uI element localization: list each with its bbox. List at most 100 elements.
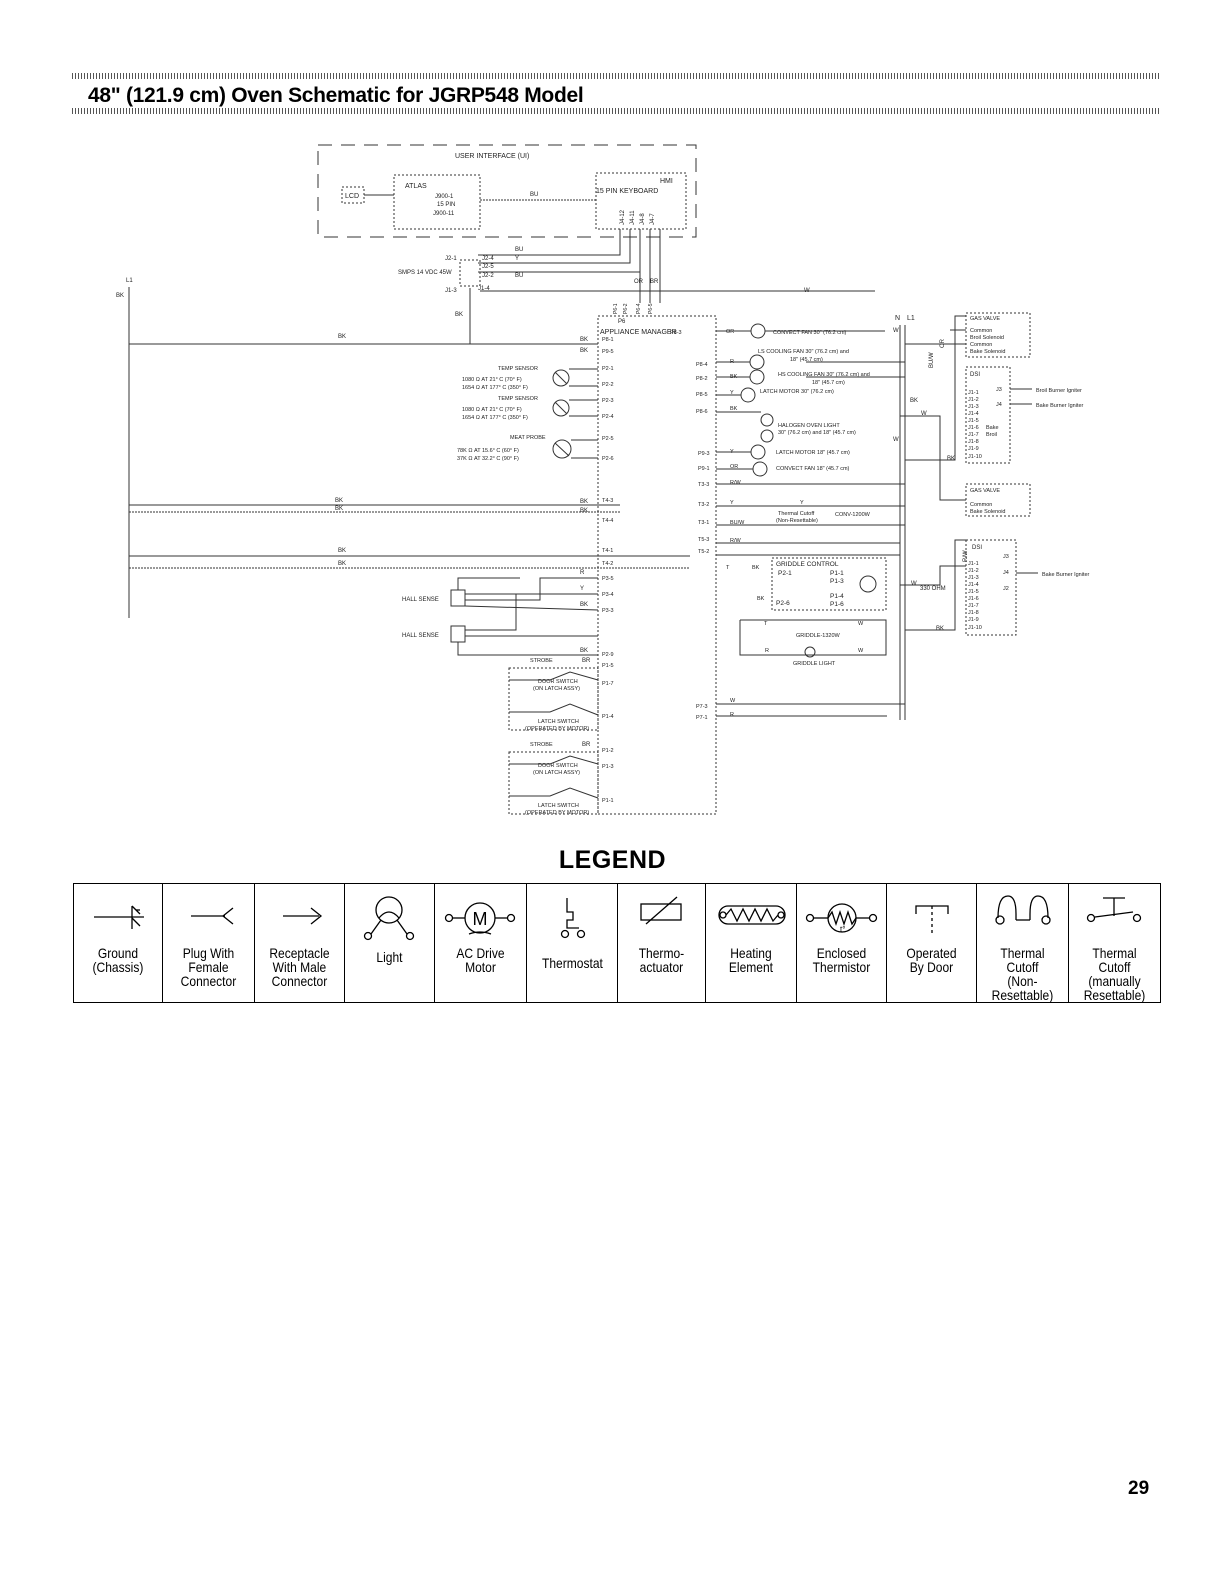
br-p1-5: BR xyxy=(582,658,591,664)
dsi-label: DSI xyxy=(970,372,980,378)
w-label: W xyxy=(893,437,899,443)
door-switch-label: DOOR SWITCH xyxy=(538,763,578,769)
br-p1-2: BR xyxy=(582,742,591,748)
dsi-1-pins: J1-1 J1-2 J1-3 J1-4 J1-5 J1-6 J1-7 J1-8 … xyxy=(968,387,1084,460)
legend-cell-light: Light xyxy=(343,883,435,1003)
pin-label: J4-11 xyxy=(630,210,636,225)
buw-label: BU/W xyxy=(730,520,745,526)
appliance-manager-label: APPLIANCE MANAGER xyxy=(600,329,677,336)
pin-label: P3-4 xyxy=(602,592,614,598)
w-label: W xyxy=(858,648,864,654)
buw-vertical: BU/W xyxy=(929,352,935,368)
switch-assembly-1 xyxy=(508,667,599,731)
bk-label: BK xyxy=(936,626,944,632)
griddle-light-symbol xyxy=(804,646,816,658)
temp-sensor-label: TEMP SENSOR xyxy=(498,396,538,402)
dsi-pin: J1-3 xyxy=(968,575,979,581)
pin-label: P1-1 xyxy=(602,798,614,804)
gc-pin: P2-6 xyxy=(776,600,790,607)
temp-spec: 1654 Ω AT 177° C (350° F) xyxy=(462,385,528,391)
thermistor-icon: t° xyxy=(805,903,877,934)
motor-symbols xyxy=(740,323,768,477)
pin-label: P1-7 xyxy=(602,681,614,687)
dsi-2-label: DSI xyxy=(972,545,982,551)
gc-pin: P2-1 xyxy=(778,570,792,577)
dsi-pin: J1-5 xyxy=(968,589,979,595)
thermal-cutoff-icon xyxy=(994,895,1051,925)
strobe-label: STROBE xyxy=(530,658,553,664)
legend-label-male: Receptacle With Male Connector xyxy=(269,945,330,989)
j2-5-label: J2-5 xyxy=(482,264,494,270)
halogen-label: HALOGEN OVEN LIGHT xyxy=(778,423,840,429)
legend-cell-thermoactuator: Thermo- actuator xyxy=(617,883,707,1003)
gv-label: Bake Solenoid xyxy=(970,349,1005,355)
p6-pin: P6-1 xyxy=(613,303,619,314)
heating-element-icon xyxy=(718,905,786,925)
hs-cooling-label: HS COOLING FAN 30" (76.2 cm) and xyxy=(778,372,870,378)
pin-label: P2-5 xyxy=(602,436,614,442)
temp-sensor-labels: TEMP SENSOR 1080 Ω AT 21° C (70° F) 1654… xyxy=(457,366,546,462)
bk-rail2: BK xyxy=(335,498,343,504)
bk-label: BK xyxy=(947,456,955,462)
pin-label: P9-3 xyxy=(698,451,710,457)
keyboard-box xyxy=(595,172,687,230)
light-icon xyxy=(364,896,415,941)
pin-label: J4-7 xyxy=(650,213,656,225)
j900-11-label: J900-11 xyxy=(433,211,455,217)
latch-switch-label: LATCH SWITCH xyxy=(538,803,579,809)
temp-sensor-1-symbol xyxy=(552,369,570,387)
griddle-thermistor-symbol xyxy=(859,575,877,593)
convect-fan30-label: CONVECT FAN 30" (76.2 cm) xyxy=(773,330,847,336)
male-connector-icon xyxy=(283,907,323,925)
pin-label: P8-6 xyxy=(696,409,708,415)
rw-label: R/W xyxy=(730,480,742,486)
pin-label: T3-2 xyxy=(698,502,709,508)
dsi-pin: J1-1 xyxy=(968,390,979,396)
dsi-pin: J1-6 xyxy=(968,596,979,602)
dsi-pin: J1-8 xyxy=(968,610,979,616)
gv-label: Broil Solenoid xyxy=(970,335,1004,341)
dsi-pin: J1-1 xyxy=(968,561,979,567)
bu-label-top: BU xyxy=(530,192,538,198)
gas-valve-2-labels: GAS VALVE Common Bake Solenoid xyxy=(970,488,1005,515)
w-label: W xyxy=(858,621,864,627)
dsi-pin: J1-10 xyxy=(968,625,982,631)
legend-label-female: Plug With Female Connector xyxy=(180,945,237,989)
legend-cell-ground: Ground (Chassis) xyxy=(73,883,163,1003)
appliance-manager-board xyxy=(597,315,717,815)
door-switch-icon xyxy=(914,905,949,936)
l1-label-right: L1 xyxy=(907,315,915,322)
j4-label: J4 xyxy=(1003,570,1009,576)
bake-label: Bake xyxy=(986,425,999,431)
bk-label: BK xyxy=(730,406,738,412)
p6-label: P6 xyxy=(618,319,626,325)
griddle-heater-label: GRIDDLE-1320W xyxy=(796,633,841,639)
convect-fan18-label: CONVECT FAN 18" (45.7 cm) xyxy=(776,466,850,472)
board-pin-labels: P8-3 P8-1 P9-5 P2-1 P2-2 P2-3 P2-4 P2-5 … xyxy=(602,330,710,804)
pin-label: P8-2 xyxy=(696,376,708,382)
temp-sensor-label: TEMP SENSOR xyxy=(498,366,538,372)
meat-probe-symbol xyxy=(552,439,572,459)
pin15-label: 15 PIN xyxy=(437,202,455,208)
w-label: W xyxy=(893,328,899,334)
griddle-control-box xyxy=(771,557,887,611)
switch-labels: STROBE DOOR SWITCH (ON LATCH ASSY) LATCH… xyxy=(525,658,589,816)
pin-label: P2-6 xyxy=(602,456,614,462)
pin-label: T4-1 xyxy=(602,548,613,554)
bk-rail1: BK xyxy=(338,334,346,340)
bk-p3-3: BK xyxy=(580,602,588,608)
bk-rail5: BK xyxy=(338,561,346,567)
thermoactuator-icon xyxy=(640,896,682,925)
pin-label: P2-3 xyxy=(602,398,614,404)
griddle-light-label: GRIDDLE LIGHT xyxy=(793,661,836,667)
bake-igniter-label: Bake Burner Igniter xyxy=(1036,403,1084,409)
rw-label: R/W xyxy=(730,538,742,544)
pin-label: P8-5 xyxy=(696,392,708,398)
dsi-pin: J1-4 xyxy=(968,411,979,417)
legend-table: Ground (Chassis) Plug With Female Connec… xyxy=(73,883,1162,1003)
non-resettable-label: (Non-Resettable) xyxy=(776,518,818,524)
female-connector-icon xyxy=(191,907,234,925)
bk-t4-4: BK xyxy=(580,508,588,514)
pin-label: J4-12 xyxy=(620,209,626,225)
pin-label: P2-9 xyxy=(602,652,614,658)
